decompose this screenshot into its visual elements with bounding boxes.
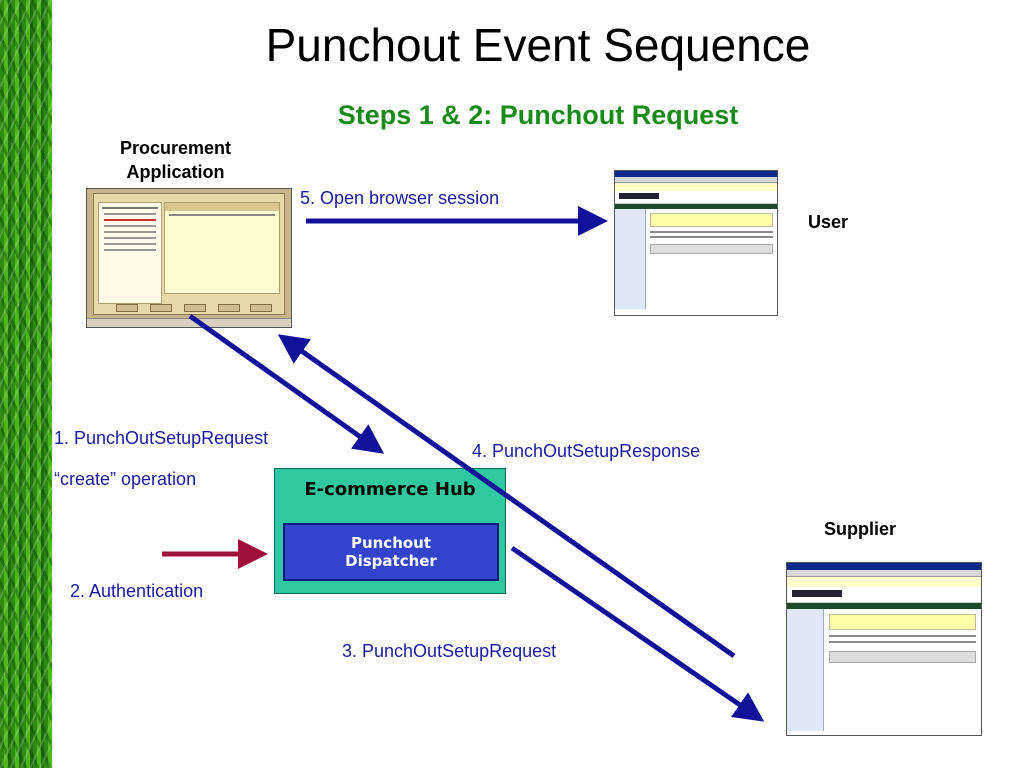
- ecommerce-hub: E-commerce Hub Punchout Dispatcher: [274, 468, 506, 594]
- step1-arrow: [188, 313, 385, 454]
- procurement-button-2: [150, 304, 172, 312]
- punchout-dispatcher: Punchout Dispatcher: [283, 523, 499, 581]
- step5-label: 5. Open browser session: [300, 188, 500, 208]
- procurement-button-4: [218, 304, 240, 312]
- step2-label: 2. Authentication: [70, 581, 204, 601]
- procurement-app-screenshot: [86, 188, 292, 328]
- procurement-grid-pane: [164, 202, 280, 294]
- hub-title: E-commerce Hub: [304, 479, 476, 500]
- page-subtitle: Steps 1 & 2: Punchout Request: [337, 100, 739, 130]
- step4-label: 4. PunchOutSetupResponse: [472, 441, 701, 461]
- procurement-tree-pane: [98, 202, 162, 304]
- procurement-button-5: [250, 304, 272, 312]
- procurement-button-3: [184, 304, 206, 312]
- step1-label: 1. PunchOutSetupRequest: [54, 428, 269, 448]
- procurement-label: Procurement Application: [98, 136, 253, 184]
- step3-label: 3. PunchOutSetupRequest: [342, 641, 557, 661]
- dispatcher-line2: Dispatcher: [345, 552, 437, 570]
- step3-arrow: [510, 545, 765, 722]
- procurement-label-line1: Procurement: [119, 138, 232, 158]
- procurement-label-line2: Application: [126, 162, 225, 182]
- procurement-button-1: [116, 304, 138, 312]
- grass-border: [0, 0, 52, 768]
- supplier-label: Supplier: [824, 519, 897, 539]
- step4-arrow: [277, 334, 736, 659]
- dispatcher-line1: Punchout: [350, 534, 432, 552]
- step1-sublabel: “create” operation: [54, 469, 197, 489]
- user-browser-screenshot: [614, 170, 778, 316]
- supplier-browser-screenshot: [786, 562, 982, 736]
- user-label: User: [808, 212, 849, 232]
- procurement-statusbar: [87, 318, 291, 327]
- page-title: Punchout Event Sequence: [265, 19, 811, 71]
- procurement-window: [93, 193, 285, 315]
